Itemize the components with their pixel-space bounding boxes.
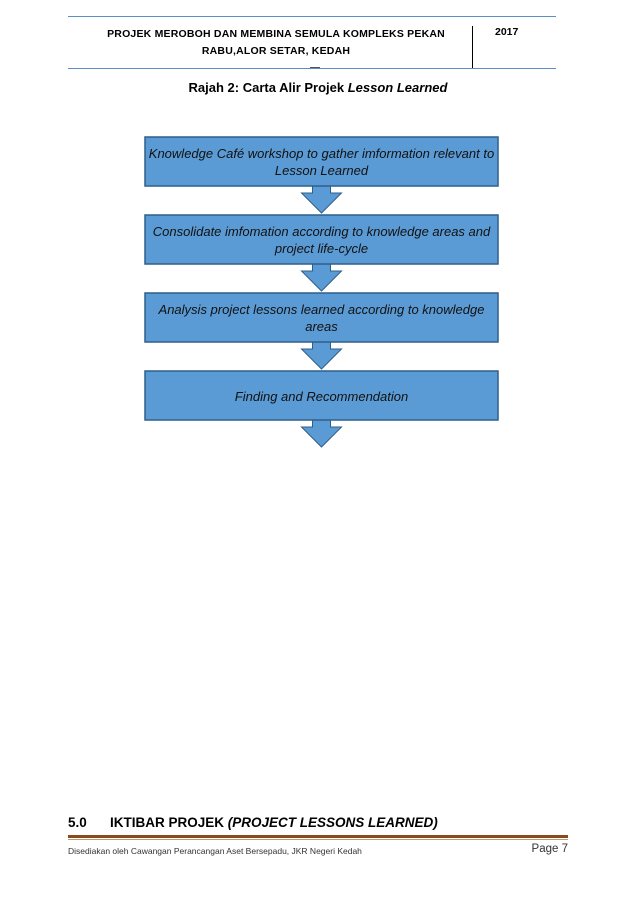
header-year: 2017 bbox=[495, 26, 519, 38]
header-bottom-rule bbox=[68, 68, 556, 69]
footer-rule-thick bbox=[68, 835, 568, 838]
flow-step-3-text: Analysis project lessons learned accordi… bbox=[158, 302, 485, 334]
flow-arrow-4 bbox=[300, 419, 343, 448]
header-title-line1: PROJEK MEROBOH DAN MEMBINA SEMULA KOMPLE… bbox=[107, 28, 445, 40]
flow-step-1-text: Knowledge Café workshop to gather imform… bbox=[148, 146, 495, 178]
header-dash bbox=[310, 67, 320, 68]
section-title-italic: (PROJECT LESSONS LEARNED) bbox=[227, 815, 438, 830]
flow-step-2-text: Consolidate imfomation according to know… bbox=[152, 224, 491, 256]
caption-italic: Lesson Learned bbox=[347, 80, 448, 95]
flow-arrow-1 bbox=[300, 185, 343, 214]
section-heading: 5.0 IKTIBAR PROJEK (PROJECT LESSONS LEARN… bbox=[68, 815, 438, 830]
header-divider bbox=[472, 26, 473, 68]
flow-step-1-box bbox=[144, 136, 499, 187]
flowchart-shapes bbox=[144, 136, 499, 448]
header-title: PROJEK MEROBOH DAN MEMBINA SEMULA KOMPLE… bbox=[90, 26, 462, 60]
footer-rule-thin bbox=[68, 839, 568, 840]
flow-arrow-3 bbox=[300, 341, 343, 370]
flow-step-4-box bbox=[144, 370, 499, 421]
section-number: 5.0 bbox=[68, 815, 87, 830]
flow-step-4-text: Finding and Recommendation bbox=[234, 388, 409, 404]
footer-page-number: Page 7 bbox=[531, 843, 568, 855]
figure-caption: Rajah 2: Carta Alir Projek Lesson Learne… bbox=[0, 80, 636, 95]
section-title: IKTIBAR PROJEK bbox=[110, 815, 228, 830]
flow-step-2-box bbox=[144, 214, 499, 265]
header-title-line2: RABU,ALOR SETAR, KEDAH bbox=[201, 45, 351, 57]
flow-arrow-2 bbox=[300, 263, 343, 292]
caption-prefix: Rajah 2: Carta Alir Projek bbox=[188, 80, 348, 95]
header-top-rule bbox=[68, 16, 556, 17]
footer-credit: Disediakan oleh Cawangan Perancangan Ase… bbox=[68, 846, 362, 856]
flow-step-3-box bbox=[144, 292, 499, 343]
